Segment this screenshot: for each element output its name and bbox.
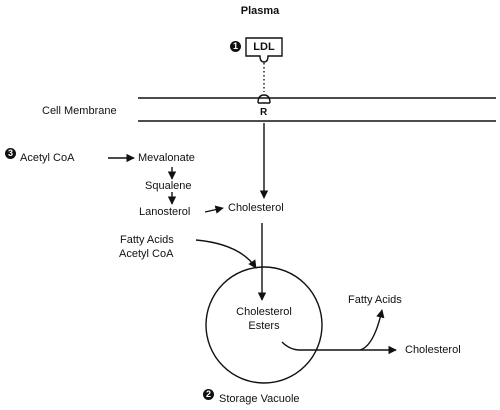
fatty-acids-in-arrow xyxy=(195,239,257,269)
step-3-marker: 3 xyxy=(5,148,16,159)
squalene-label: Squalene xyxy=(145,180,192,192)
ldl-receptor-shape xyxy=(257,94,271,104)
acetyl-coa-in-label: Acetyl CoA xyxy=(119,248,174,260)
esters-to-cholesterol-arrow xyxy=(281,341,397,355)
ldl-particle-shape xyxy=(245,37,283,63)
step-1-marker: 1 xyxy=(230,41,241,52)
storage-vacuole-label: Storage Vacuole xyxy=(219,393,300,405)
esters-to-fatty-acids-arrow xyxy=(359,309,385,351)
step-2-marker: 2 xyxy=(203,389,214,400)
cholesterol-label: Cholesterol xyxy=(228,202,284,214)
fatty-acids-in-label: Fatty Acids xyxy=(120,234,174,246)
receptor-label: R xyxy=(260,107,268,118)
lanosterol-to-cholesterol-arrow xyxy=(204,205,224,214)
cholesterol-esters-line1: Cholesterol xyxy=(236,306,292,318)
cholesterol-out-label: Cholesterol xyxy=(405,344,461,356)
mevalonate-label: Mevalonate xyxy=(138,152,195,164)
acetyl-coa-label: Acetyl CoA xyxy=(20,152,75,164)
cholesterol-esters-line2: Esters xyxy=(248,320,280,332)
plasma-label: Plasma xyxy=(240,5,280,17)
fatty-acids-out-label: Fatty Acids xyxy=(348,294,402,306)
cell-membrane-label: Cell Membrane xyxy=(42,105,117,117)
lanosterol-label: Lanosterol xyxy=(139,206,191,218)
ldl-label: LDL xyxy=(253,41,275,53)
storage-vacuole-circle xyxy=(205,266,323,384)
